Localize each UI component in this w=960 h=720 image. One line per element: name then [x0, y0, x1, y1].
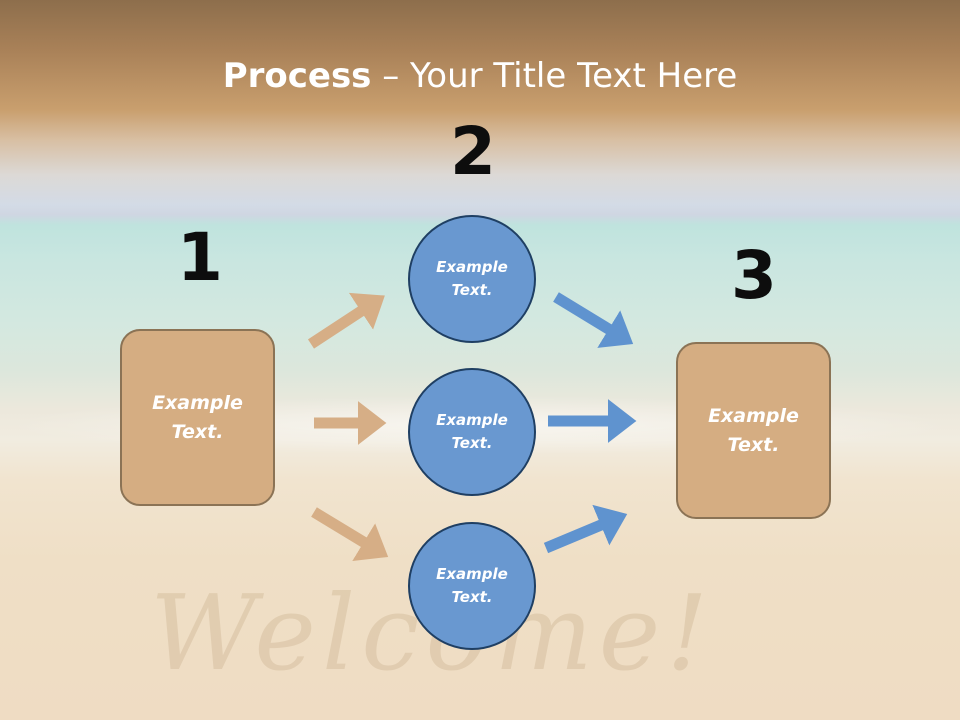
- top-process-circle[interactable]: Example Text.: [408, 215, 536, 343]
- step-number-3: 3: [731, 237, 777, 314]
- arrow-top-circle-to-right-box: [553, 292, 634, 348]
- bottom-circle-text: Example Text.: [436, 565, 508, 606]
- arrow-box-to-top-circle: [307, 292, 385, 349]
- middle-process-circle[interactable]: Example Text.: [408, 368, 536, 496]
- arrow-bottom-circle-to-right-box: [543, 504, 628, 554]
- bottom-process-circle[interactable]: Example Text.: [408, 522, 536, 650]
- step-number-2: 2: [450, 113, 496, 190]
- middle-circle-text: Example Text.: [436, 411, 508, 452]
- arrow-box-to-bottom-circle: [311, 507, 389, 561]
- right-box-text: Example Text.: [708, 404, 799, 456]
- left-box-text: Example Text.: [152, 391, 243, 443]
- slide-title: Process – Your Title Text Here: [0, 54, 960, 98]
- left-process-box[interactable]: Example Text.: [120, 329, 275, 506]
- right-process-box[interactable]: Example Text.: [676, 342, 831, 519]
- title-rest: – Your Title Text Here: [371, 56, 738, 96]
- step-number-1: 1: [177, 219, 223, 296]
- top-circle-text: Example Text.: [436, 258, 508, 299]
- title-bold: Process: [222, 56, 372, 96]
